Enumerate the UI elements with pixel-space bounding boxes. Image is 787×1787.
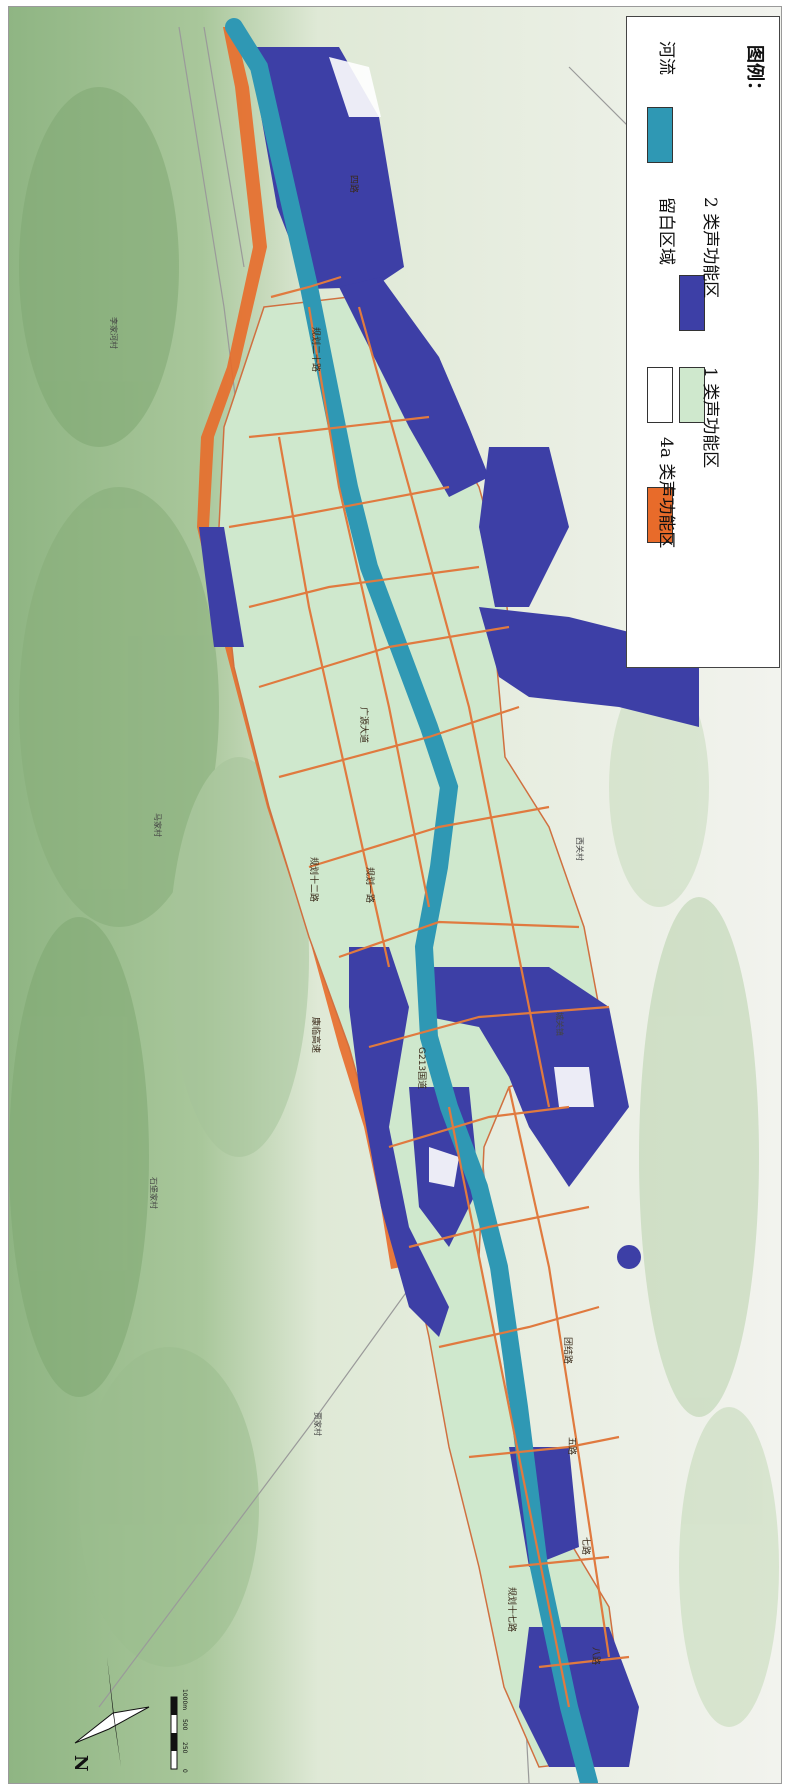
place-label: 石堡家村 — [149, 1177, 159, 1209]
legend-swatch-river — [647, 107, 673, 163]
road-label: 团结路 — [562, 1337, 574, 1364]
legend-label-blank: 留白区域 — [656, 197, 676, 265]
road-label: 规划一路 — [364, 867, 376, 903]
zoning-map: 马家村 石堡家村 贾家村 西关村 城关镇 李家河村 康临高速 G213国道 规划… — [9, 7, 781, 1783]
legend-swatch-zone1 — [679, 367, 705, 423]
scale-label: 1000m — [181, 1689, 188, 1710]
legend-swatch-blank — [647, 367, 673, 423]
road-label: 五路 — [566, 1437, 578, 1455]
legend-label-zone4a: 4a 类声功能区 — [656, 437, 676, 549]
road-label: G213国道 — [416, 1047, 428, 1089]
legend-label-zone1: 1 类声功能区 — [700, 367, 720, 469]
road-label: 规划二十路 — [310, 327, 322, 372]
road-label: 八路 — [590, 1647, 602, 1665]
blank-areas — [329, 57, 594, 1187]
place-label: 马家村 — [153, 813, 163, 837]
road-label: 规划十二路 — [308, 857, 320, 902]
place-label: 李家河村 — [109, 317, 119, 349]
legend-swatch-zone2 — [679, 275, 705, 331]
legend-title: 图例： — [744, 45, 765, 99]
scale-label: 250 — [181, 1742, 188, 1754]
scale-bar: 0 250 500 1000m — [170, 1689, 188, 1773]
road-label: 规划十七路 — [506, 1587, 518, 1632]
place-label: 贾家村 — [313, 1412, 323, 1436]
terrain-hills — [9, 87, 779, 1727]
legend-box: 图例： 1 类声功能区 2 类声功能区 4a 类声功能区 留白区域 河流 — [626, 16, 780, 668]
legend-swatch-zone4a-box — [647, 487, 673, 543]
place-label: 西关村 — [575, 837, 585, 861]
road-label: 广源大道 — [358, 707, 370, 743]
scale-label: 0 — [181, 1769, 188, 1773]
road-label: 七路 — [580, 1537, 592, 1555]
north-label: N — [70, 1755, 91, 1771]
legend-label-river: 河流 — [656, 41, 676, 75]
north-arrow-icon: N — [70, 1657, 150, 1771]
road-label: 康临高速 — [310, 1017, 322, 1053]
place-label: 城关镇 — [555, 1012, 565, 1036]
scale-label: 500 — [181, 1719, 188, 1731]
road-label: 四路 — [348, 175, 360, 193]
planned-roads — [228, 275, 630, 1708]
legend-label-zone2: 2 类声功能区 — [700, 197, 720, 299]
